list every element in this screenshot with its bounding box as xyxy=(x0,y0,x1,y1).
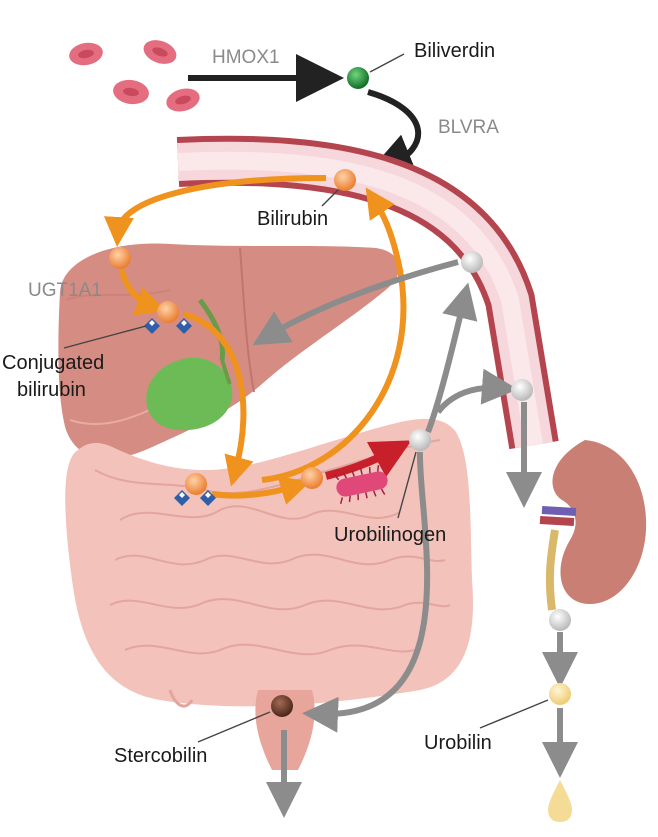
urobilin-label: Urobilin xyxy=(424,732,492,754)
grey-flow-arrows xyxy=(252,259,578,818)
urobilin-dot xyxy=(549,683,571,705)
conjugated-bilirubin-gut xyxy=(174,473,216,506)
orange-arrow-to-liver xyxy=(104,175,327,247)
urobilinogen-dot-gut xyxy=(409,429,431,451)
urobilinogen-label: Urobilinogen xyxy=(334,524,446,546)
ugt1a1-label: UGT1A1 xyxy=(28,280,102,301)
bilirubin-leader xyxy=(321,189,339,207)
conjugated-label-line2: bilirubin xyxy=(17,379,86,401)
grey-arrow-to-stercobilin xyxy=(302,451,431,733)
red-blood-cell xyxy=(143,40,177,64)
urobilinogen-leader xyxy=(397,451,417,519)
urobilinogen-dot-vessel-top xyxy=(461,251,483,273)
orange-arrow-reabsorption xyxy=(261,187,407,483)
urobilinogen-dot-vessel-low xyxy=(511,379,533,401)
bilirubin-label: Bilirubin xyxy=(257,208,328,230)
biliverdin-leader xyxy=(369,53,405,73)
orange-arrow-to-gut xyxy=(183,311,254,487)
stercobilin-label: Stercobilin xyxy=(114,745,207,767)
blvra-arrow xyxy=(365,89,422,180)
biliverdin-dot xyxy=(347,67,369,89)
grey-arrow-up-to-vessel xyxy=(425,282,478,434)
conjugated-leader xyxy=(63,325,147,349)
urobilinogen-dot-urine xyxy=(549,609,571,631)
orange-arrow-ugt1a1 xyxy=(119,269,167,316)
stercobilin-leader xyxy=(197,711,271,743)
blood-vessel xyxy=(176,135,559,450)
red-blood-cell xyxy=(69,42,103,66)
orange-flow-arrows xyxy=(104,175,407,505)
orange-arrow-along-gut xyxy=(211,476,311,505)
red-arrow-bacterial xyxy=(325,440,412,480)
bilirubin-dot-liver xyxy=(109,247,131,269)
hmox1-label: HMOX1 xyxy=(212,47,280,68)
urine-drop-icon xyxy=(548,780,572,822)
red-blood-cell xyxy=(166,88,200,112)
urobilin-leader xyxy=(479,699,549,729)
blvra-label: BLVRA xyxy=(438,117,499,138)
red-blood-cell xyxy=(113,79,149,105)
conjugated-bilirubin-molecule xyxy=(144,301,192,334)
biliverdin-label: Biliverdin xyxy=(414,40,495,62)
bilirubin-dot-gut xyxy=(301,467,323,489)
stercobilin-dot xyxy=(271,695,293,717)
red-blood-cells xyxy=(69,40,200,112)
conjugated-label-line1: Conjugated xyxy=(2,352,104,374)
bilirubin-dot-vessel xyxy=(334,169,356,191)
gut-bacterium xyxy=(333,465,388,505)
gallbladder xyxy=(146,298,233,431)
grey-arrow-to-kidney-vessel xyxy=(435,368,518,414)
grey-arrow-vessel-to-liver xyxy=(252,259,459,346)
kidney xyxy=(539,440,647,611)
